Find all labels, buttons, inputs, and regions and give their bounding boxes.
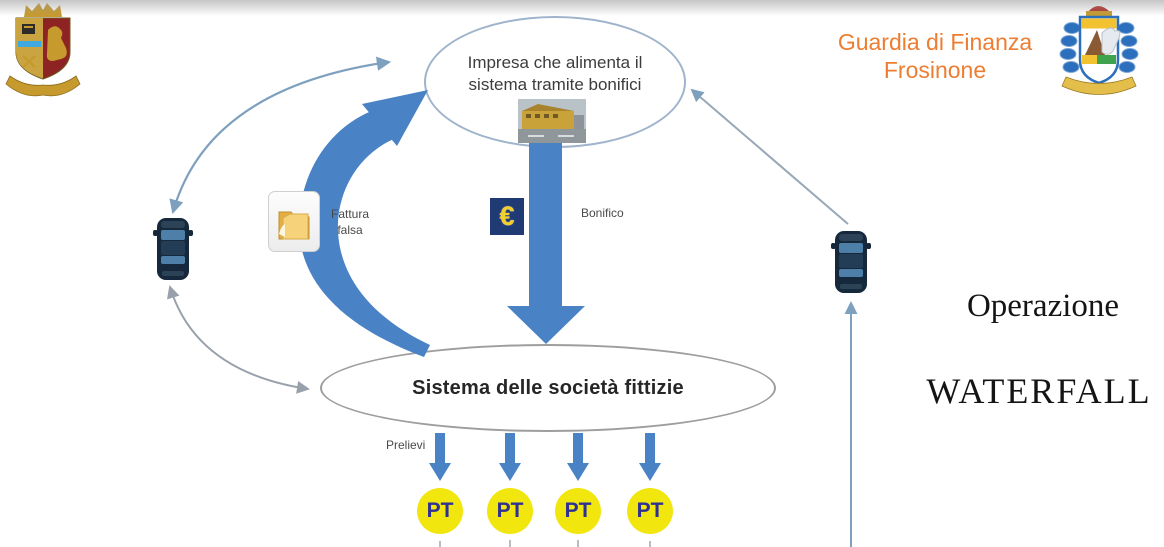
pt-node: PT [555,488,601,534]
prelievi-arrows [429,433,661,481]
operation-title-line1: Operazione [966,288,1120,324]
car-to-impresa-curve [169,56,392,215]
impresa-label: Impresa che alimenta il sistema tramite … [467,53,643,94]
car-to-sistema-curve [167,285,310,394]
agency-title-line2: Frosinone [883,57,987,84]
agency-title: Guardia di Finanza Frosinone [818,28,1052,84]
pt-node: PT [627,488,673,534]
pt-node: PT [487,488,533,534]
car-to-impresa-line [690,88,849,225]
fattura-label: Fattura falsa [330,207,369,237]
pt-node-label: PT [564,499,592,522]
operation-title-line2: WATERFALL [926,371,1152,411]
euro-icon: € [490,198,524,235]
prelievi-label: Prelievi [386,438,426,452]
bonifico-label: Bonifico [581,206,624,220]
car-icon-right [831,231,871,293]
building-photo-icon [518,99,586,143]
pt-node: PT [417,488,463,534]
bottom-ellipse-sistema: Sistema delle società fittizie [320,344,776,432]
car-icon-left [153,218,193,280]
agency-title-line1: Guardia di Finanza [837,29,1033,55]
bottom-edge-stubs [439,540,651,547]
sistema-label: Sistema delle società fittizie [412,376,684,399]
police-crest-icon [5,3,81,97]
pt-node-label: PT [496,499,524,522]
folder-icon [268,191,320,252]
top-edge-fade [0,0,1164,16]
euro-glyph: € [499,201,515,231]
gdf-crest-icon [1059,6,1139,95]
pt-node-label: PT [636,499,664,522]
bonifico-big-arrow [507,140,585,344]
pt-node-label: PT [426,499,454,522]
